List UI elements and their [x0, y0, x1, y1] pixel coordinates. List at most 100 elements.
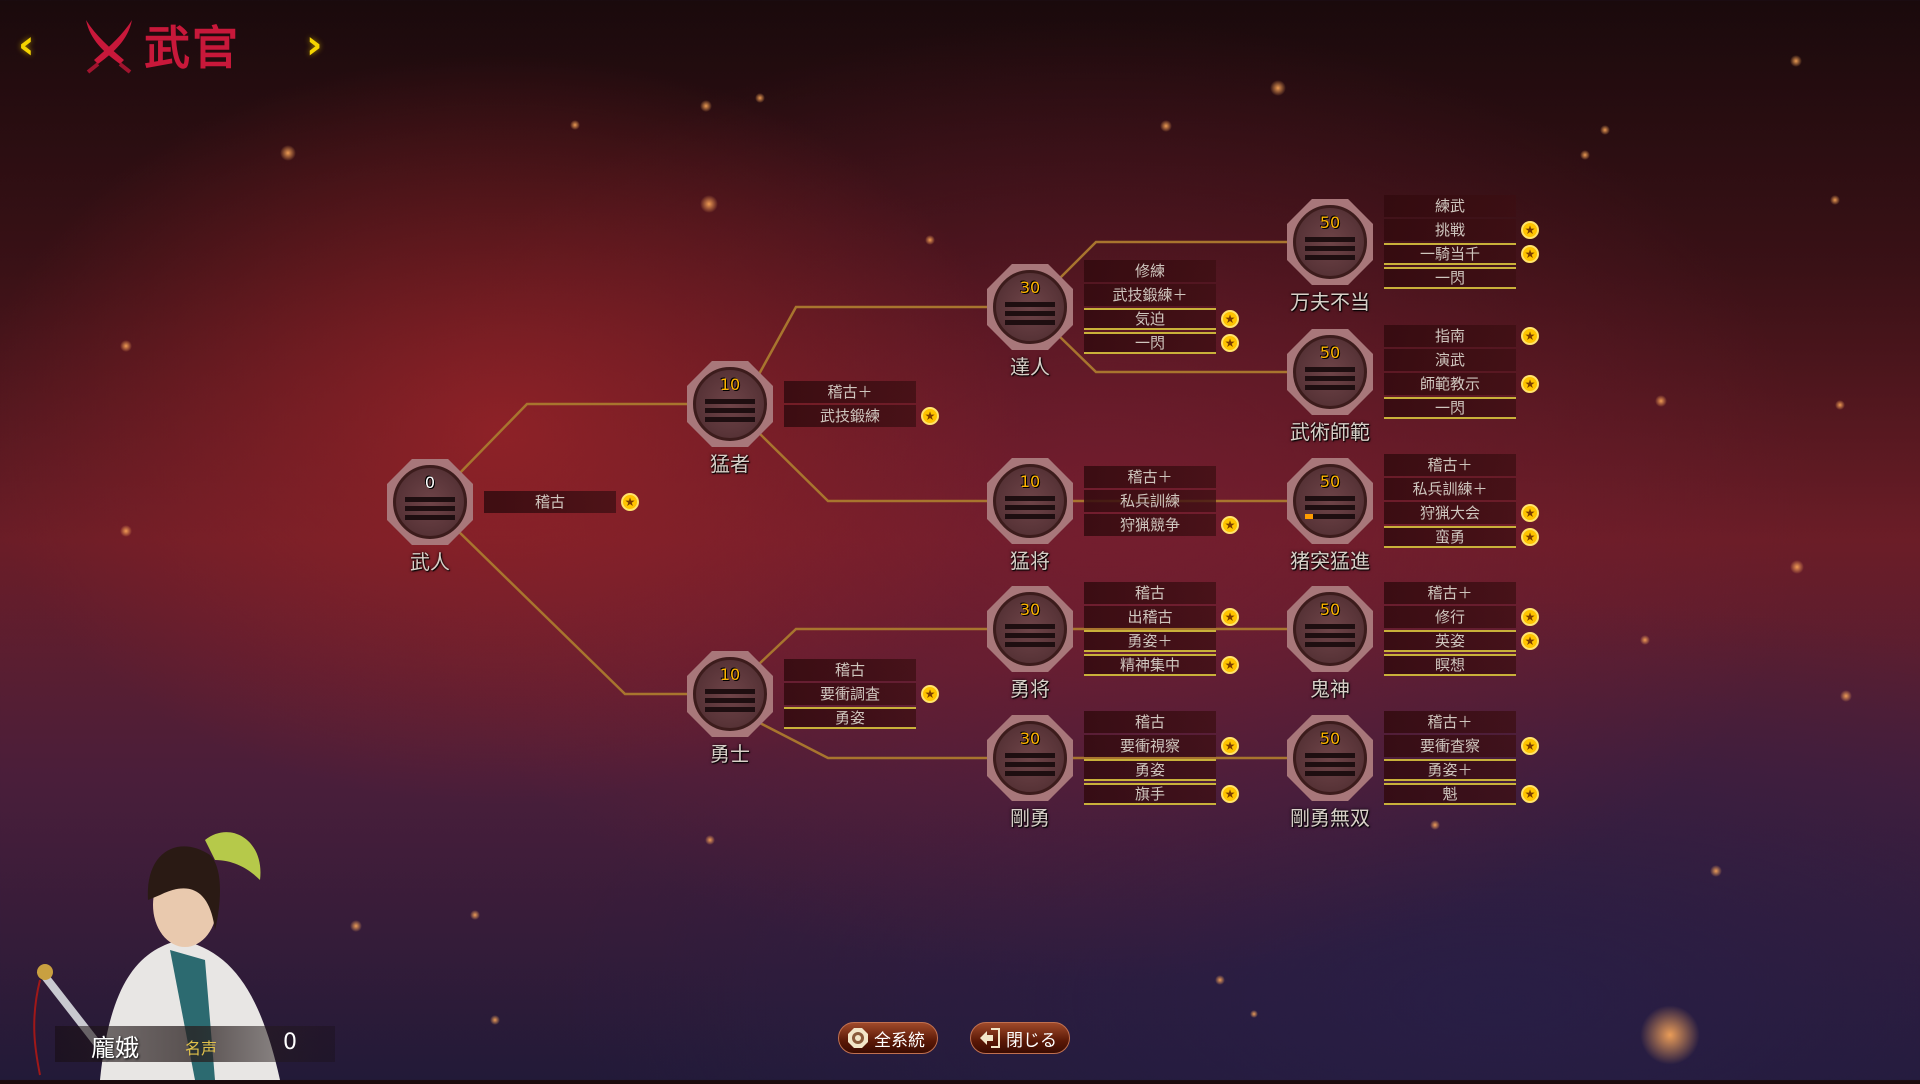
- skill-item[interactable]: 勇姿＋: [1384, 759, 1516, 781]
- progress-bar: [705, 417, 755, 422]
- skill-item[interactable]: 旗手: [1084, 783, 1216, 805]
- skill-item[interactable]: 要衝査察: [1384, 735, 1516, 757]
- skill-item[interactable]: 精神集中: [1084, 654, 1216, 676]
- skill-item[interactable]: 稽古＋: [1384, 454, 1516, 476]
- rank-node-goyu-muso[interactable]: 50: [1287, 715, 1373, 801]
- close-button[interactable]: 閉じる: [970, 1022, 1070, 1054]
- skill-item[interactable]: 修練: [1084, 260, 1216, 282]
- skill-item[interactable]: 魁: [1384, 783, 1516, 805]
- skill-item[interactable]: 稽古＋: [1384, 582, 1516, 604]
- skill-item[interactable]: 稽古＋: [1384, 711, 1516, 733]
- star-icon: ★: [1521, 632, 1539, 650]
- skill-item[interactable]: 一閃: [1084, 332, 1216, 354]
- ember-particle: [1840, 690, 1852, 702]
- progress-bar: [1305, 633, 1355, 638]
- skill-item[interactable]: 一閃: [1384, 267, 1516, 289]
- node-required-value: 10: [719, 665, 741, 684]
- star-icon: ★: [621, 493, 639, 511]
- skill-item[interactable]: 要衝調査: [784, 683, 916, 705]
- rank-node-goyu[interactable]: 30: [987, 715, 1073, 801]
- ember-particle: [1600, 125, 1610, 135]
- connector-line: [454, 402, 690, 479]
- skill-item[interactable]: 蛮勇: [1384, 526, 1516, 548]
- rank-node-yushi[interactable]: 10: [687, 651, 773, 737]
- rank-node-bujutsu-shihan[interactable]: 50: [1287, 329, 1373, 415]
- prev-category-button[interactable]: ‹: [18, 22, 35, 68]
- skill-item[interactable]: 勇姿＋: [1084, 630, 1216, 652]
- rank-name: 猛者: [710, 452, 750, 476]
- star-icon: ★: [921, 685, 939, 703]
- node-emblem-icon: [1293, 592, 1367, 666]
- skill-item[interactable]: 瞑想: [1384, 654, 1516, 676]
- star-icon: ★: [1521, 245, 1539, 263]
- progress-bar: [1305, 771, 1355, 776]
- skill-item[interactable]: 私兵訓練＋: [1384, 478, 1516, 500]
- progress-bar: [1005, 633, 1055, 638]
- skill-item[interactable]: 修行: [1384, 606, 1516, 628]
- progress-bar: [1005, 320, 1055, 325]
- rank-node-kishin[interactable]: 50: [1287, 586, 1373, 672]
- rank-node-chototsu-moshin[interactable]: 50: [1287, 458, 1373, 544]
- node-required-value: 30: [1019, 278, 1041, 297]
- skill-item[interactable]: 稽古: [1084, 711, 1216, 733]
- skill-item[interactable]: 師範教示: [1384, 373, 1516, 395]
- skill-item[interactable]: 気迫: [1084, 308, 1216, 330]
- rank-name: 万夫不当: [1290, 290, 1370, 314]
- fame-value: 0: [283, 1030, 297, 1055]
- rank-name: 武人: [410, 550, 450, 574]
- ember-particle: [1790, 55, 1802, 67]
- skill-item[interactable]: 練武: [1384, 195, 1516, 217]
- node-emblem-icon: [1293, 205, 1367, 279]
- skill-item[interactable]: 武技鍛練: [784, 405, 916, 427]
- skill-item[interactable]: 要衝視察: [1084, 735, 1216, 757]
- connector-line: [757, 431, 990, 503]
- node-emblem-icon: [693, 657, 767, 731]
- all-lines-button[interactable]: 全系統: [838, 1022, 938, 1054]
- rank-node-tatsujin[interactable]: 30: [987, 264, 1073, 350]
- skill-item[interactable]: 一騎当千: [1384, 243, 1516, 265]
- skill-item[interactable]: 勇姿: [1084, 759, 1216, 781]
- rank-node-banpu-futo[interactable]: 50: [1287, 199, 1373, 285]
- title-text: 武官: [144, 21, 240, 75]
- skill-item[interactable]: 稽古＋: [784, 381, 916, 403]
- skill-item[interactable]: 演武: [1384, 349, 1516, 371]
- skill-item[interactable]: 一閃: [1384, 397, 1516, 419]
- close-label: 閉じる: [1006, 1030, 1057, 1051]
- skill-item[interactable]: 挑戦: [1384, 219, 1516, 241]
- skill-item[interactable]: 指南: [1384, 325, 1516, 347]
- skill-item[interactable]: 稽古: [784, 659, 916, 681]
- fame-label: 名声: [185, 1039, 218, 1058]
- skill-item[interactable]: 稽古: [1084, 582, 1216, 604]
- skill-item[interactable]: 出稽古: [1084, 606, 1216, 628]
- rank-node-bujin[interactable]: 0: [387, 459, 473, 545]
- rank-node-mosho[interactable]: 10: [987, 458, 1073, 544]
- skill-item[interactable]: 稽古＋: [1084, 466, 1216, 488]
- progress-bar: [405, 506, 455, 511]
- star-icon: ★: [1221, 737, 1239, 755]
- progress-bar: [1305, 237, 1355, 242]
- skill-item[interactable]: 英姿: [1384, 630, 1516, 652]
- skill-item[interactable]: 勇姿: [784, 707, 916, 729]
- node-emblem-icon: [993, 464, 1067, 538]
- ember-particle: [1430, 820, 1440, 830]
- star-icon: ★: [1221, 608, 1239, 626]
- ember-particle: [120, 525, 132, 537]
- ember-particle: [1640, 635, 1650, 645]
- ember-particle: [470, 910, 480, 920]
- connector-line: [756, 305, 990, 377]
- skill-item[interactable]: 武技鍛練＋: [1084, 284, 1216, 306]
- skill-item[interactable]: 狩猟競争: [1084, 514, 1216, 536]
- ember-particle: [1655, 395, 1667, 407]
- next-category-button[interactable]: ›: [306, 22, 323, 68]
- skill-item[interactable]: 私兵訓練: [1084, 490, 1216, 512]
- node-emblem-icon: [1293, 335, 1367, 409]
- rank-node-yusho[interactable]: 30: [987, 586, 1073, 672]
- progress-bar: [1305, 762, 1355, 767]
- skill-item[interactable]: 狩猟大会: [1384, 502, 1516, 524]
- ember-particle: [1830, 195, 1840, 205]
- node-required-value: 30: [1019, 729, 1041, 748]
- rank-node-mosha[interactable]: 10: [687, 361, 773, 447]
- skill-item[interactable]: 稽古: [484, 491, 616, 513]
- node-emblem-icon: [693, 367, 767, 441]
- progress-bar: [1305, 367, 1355, 372]
